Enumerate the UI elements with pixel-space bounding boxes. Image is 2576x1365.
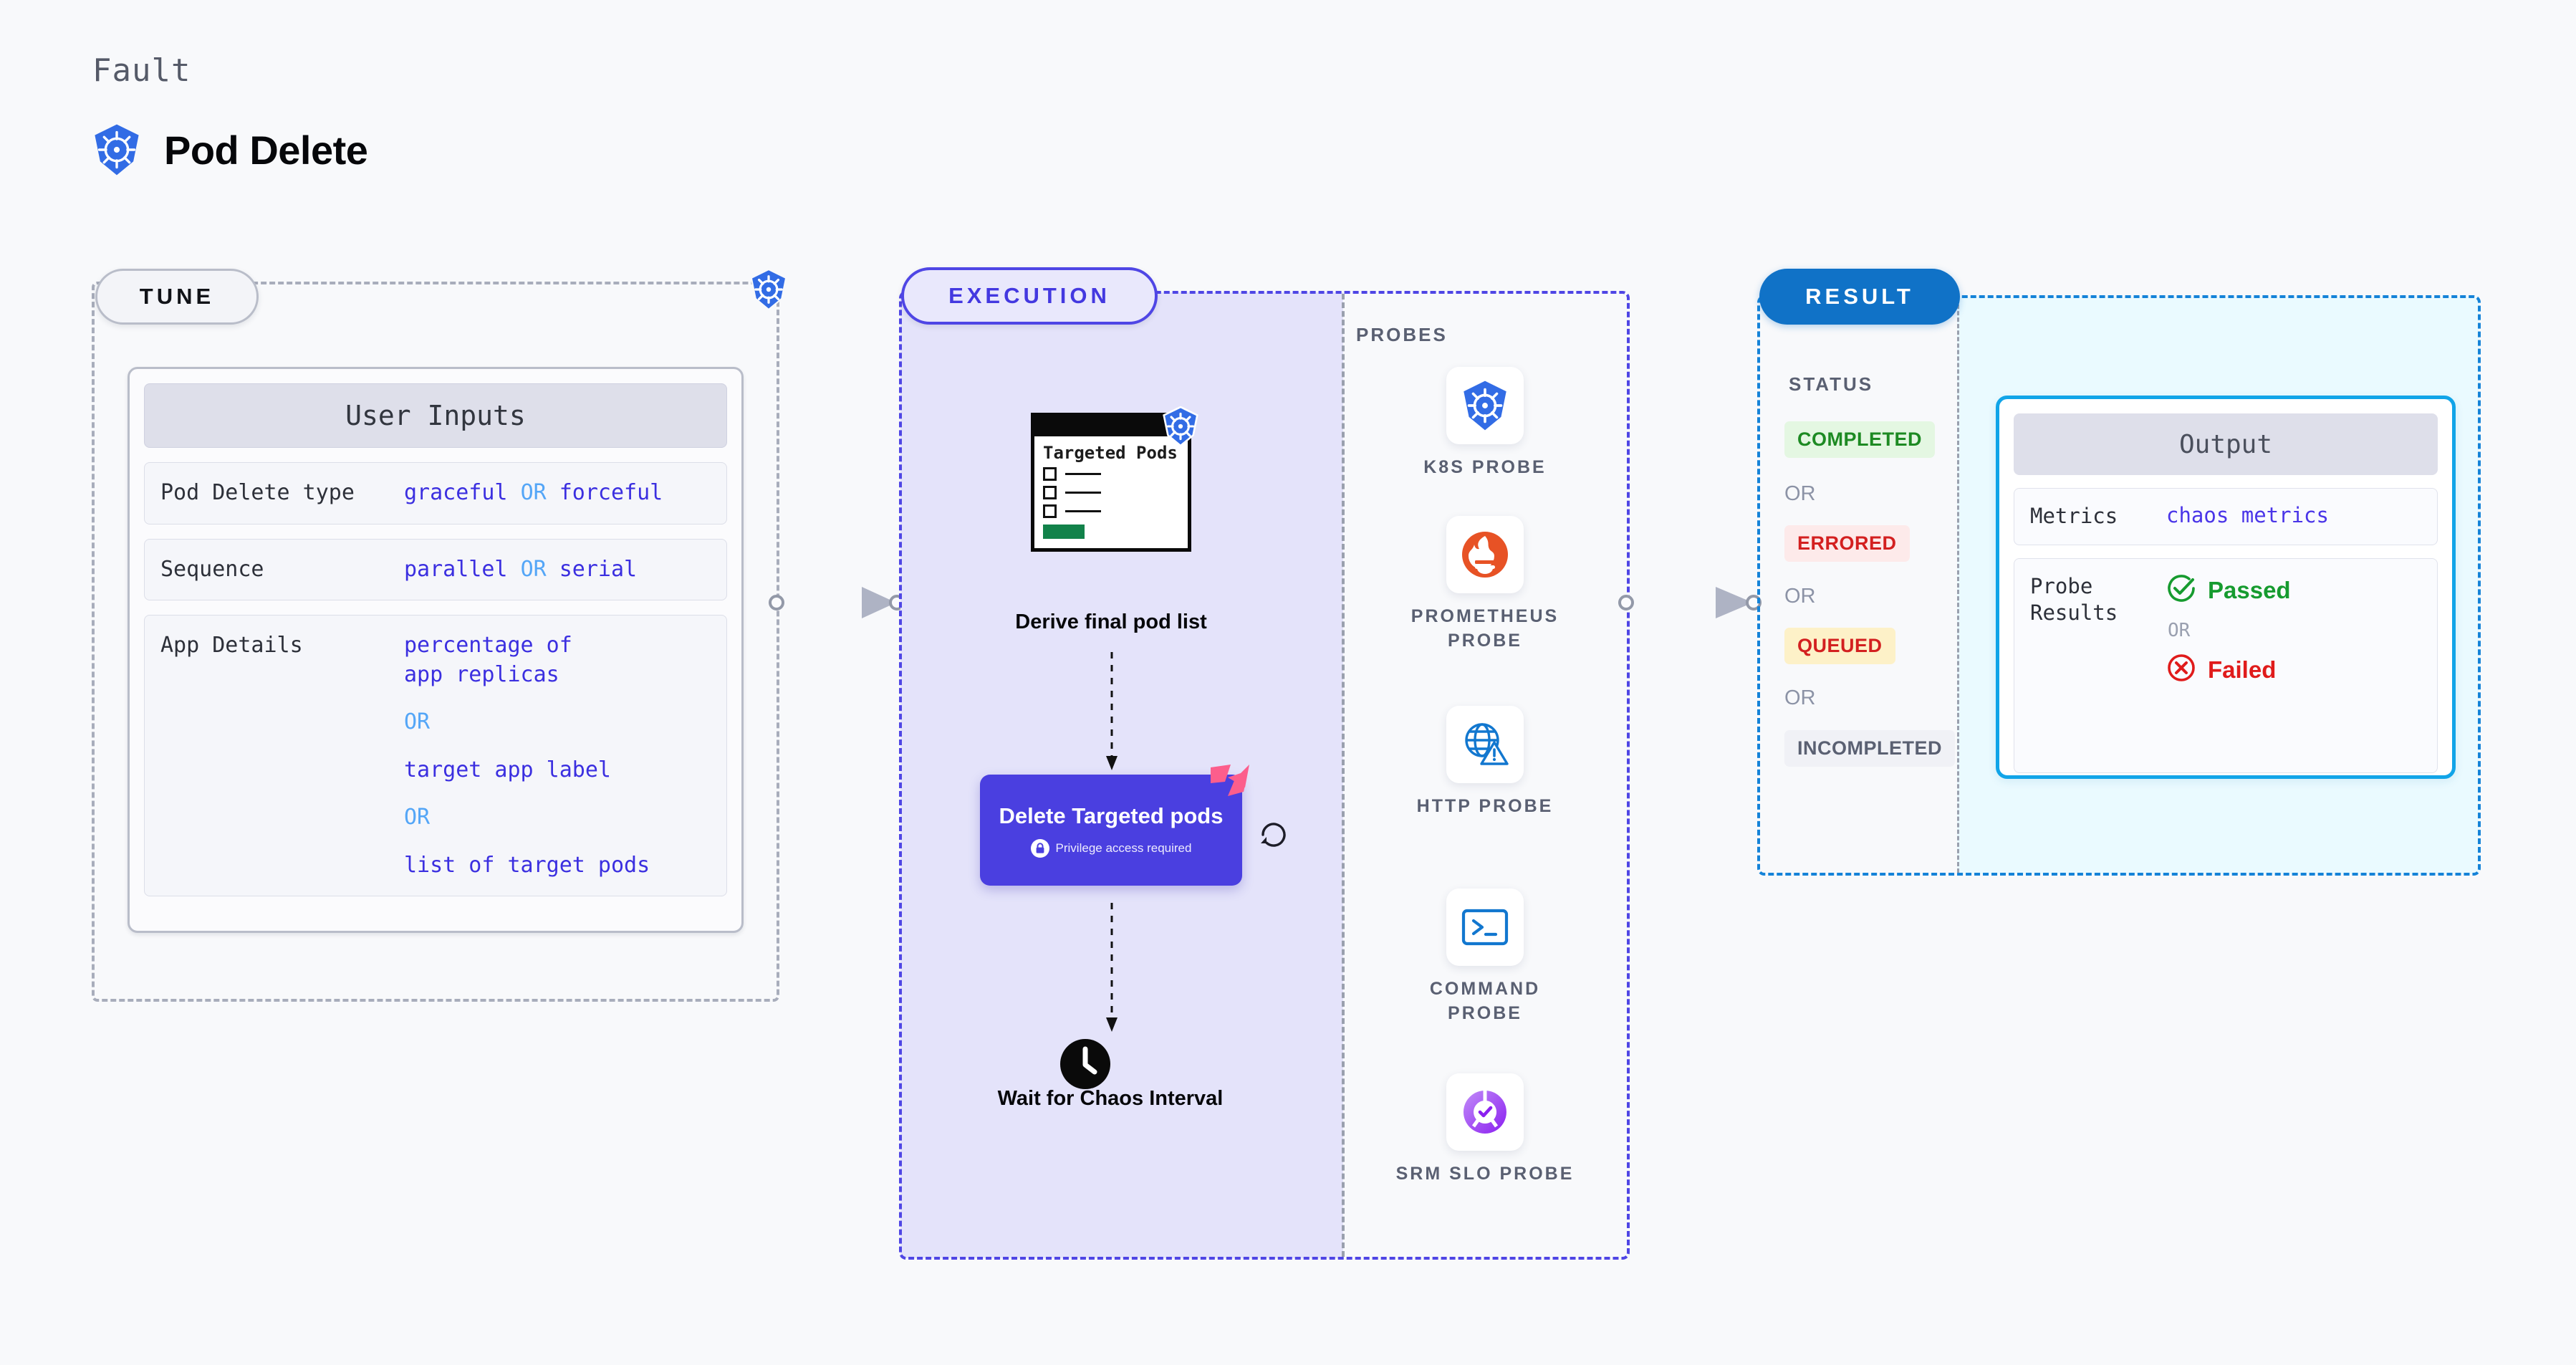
- arrow-derive-to-delete: [1103, 652, 1120, 774]
- privilege-note: Privilege access required: [1030, 839, 1192, 858]
- probe-results-values: Passed OR Failed: [2166, 573, 2291, 688]
- probes-title: PROBES: [1356, 324, 1448, 345]
- terminal-icon: [1446, 889, 1524, 966]
- confirm-button-shape: [1043, 525, 1085, 540]
- probe-label: COMMAND PROBE: [1429, 979, 1541, 1023]
- status-or-2: OR: [1784, 585, 1816, 608]
- targeted-pods-card: Targeted Pods: [1031, 413, 1191, 552]
- checkbox-icon: [1043, 486, 1057, 500]
- status-badge-queued: QUEUED: [1784, 628, 1895, 664]
- fault-eyebrow: Fault: [92, 52, 191, 89]
- page-title: Pod Delete: [164, 127, 368, 173]
- connector-start-dot: [769, 595, 784, 610]
- clock-icon: [1059, 1038, 1112, 1094]
- probe-k8s[interactable]: K8S PROBE: [1392, 367, 1578, 480]
- status-title: STATUS: [1789, 373, 1874, 395]
- prometheus-icon: [1446, 516, 1524, 593]
- probe-command[interactable]: COMMAND PROBE: [1392, 889, 1578, 1026]
- metrics-value: chaos metrics: [2166, 503, 2329, 527]
- metrics-label: Metrics: [2030, 504, 2118, 528]
- targeted-pods-kubernetes-icon: [1162, 406, 1199, 450]
- user-inputs-header: User Inputs: [144, 383, 727, 448]
- result-stage-badge[interactable]: RESULT: [1759, 269, 1960, 325]
- privilege-note-text: Privilege access required: [1055, 841, 1192, 856]
- http-globe-warning-icon: [1446, 706, 1524, 783]
- connector-start-dot: [1618, 595, 1634, 610]
- tune-kubernetes-icon: [749, 268, 788, 314]
- probe-result-failed: Failed: [2166, 653, 2291, 688]
- x-circle-icon: [2166, 653, 2196, 688]
- input-row-app-details[interactable]: App Details percentage of app replicas O…: [144, 615, 727, 896]
- probe-label: SRM SLO PROBE: [1395, 1164, 1575, 1184]
- probe-label: PROMETHEUS PROBE: [1410, 606, 1559, 651]
- status-badge-incompleted: INCOMPLETED: [1784, 730, 1956, 767]
- input-label: App Details: [160, 633, 303, 658]
- input-value: percentage of app replicas OR target app…: [404, 633, 650, 878]
- output-card: Output Metrics chaos metrics Probe Resul…: [1996, 396, 2456, 779]
- probe-results-label: Probe Results: [2030, 573, 2118, 626]
- input-row-sequence[interactable]: Sequence parallel OR serial: [144, 538, 727, 600]
- execution-stage-badge[interactable]: EXECUTION: [901, 267, 1158, 325]
- execution-panel: [899, 291, 1630, 1260]
- probe-results-or: OR: [2168, 619, 2191, 641]
- output-row-metrics[interactable]: Metrics chaos metrics: [2014, 488, 2438, 545]
- placeholder-line: [1065, 473, 1101, 476]
- fault-title-row: Pod Delete: [92, 123, 368, 176]
- connector-tune-to-execution: [769, 587, 905, 618]
- probes-column-divider: [1342, 294, 1345, 1257]
- input-value: graceful OR forceful: [404, 480, 663, 505]
- harness-ribbon-icon: [1209, 763, 1251, 804]
- delete-node-title: Delete Targeted pods: [999, 803, 1224, 828]
- probe-label: K8S PROBE: [1423, 457, 1547, 477]
- user-inputs-card: User Inputs Pod Delete type graceful OR …: [128, 367, 744, 933]
- connector-execution-to-result: [1618, 587, 1762, 618]
- targeted-pods-title: Targeted Pods: [1043, 443, 1178, 463]
- result-column-divider: [1957, 298, 1959, 873]
- check-circle-icon: [2166, 573, 2196, 608]
- status-badge-errored: ERRORED: [1784, 525, 1910, 562]
- checkbox-icon: [1043, 467, 1057, 482]
- input-label: Pod Delete type: [160, 480, 355, 505]
- kubernetes-icon: [92, 123, 141, 176]
- failed-label: Failed: [2208, 656, 2277, 684]
- input-label: Sequence: [160, 556, 264, 582]
- placeholder-line: [1065, 492, 1101, 494]
- probe-prometheus[interactable]: PROMETHEUS PROBE: [1392, 516, 1578, 653]
- output-row-probe-results[interactable]: Probe Results Passed OR: [2014, 557, 2438, 773]
- delete-targeted-pods-node[interactable]: Delete Targeted pods Privilege access re…: [980, 765, 1249, 886]
- card-title-bar: [1034, 416, 1188, 436]
- derive-pod-list-label: Derive final pod list: [1015, 610, 1207, 633]
- pod-checkbox-row: [1043, 467, 1179, 482]
- pod-checkbox-row: [1043, 486, 1179, 500]
- pod-checkbox-row: [1043, 504, 1179, 519]
- arrow-delete-to-wait: [1103, 903, 1120, 1035]
- status-badge-completed: COMPLETED: [1784, 421, 1936, 458]
- refresh-loop-icon[interactable]: [1259, 820, 1289, 853]
- lock-icon: [1030, 839, 1049, 858]
- input-value: parallel OR serial: [404, 556, 638, 582]
- input-row-pod-delete-type[interactable]: Pod Delete type graceful OR forceful: [144, 462, 727, 525]
- result-panel: [1757, 295, 2481, 876]
- wait-for-chaos-interval-label: Wait for Chaos Interval: [997, 1087, 1224, 1110]
- probe-srm-slo[interactable]: SRM SLO PROBE: [1392, 1073, 1578, 1187]
- checkbox-icon: [1043, 504, 1057, 519]
- status-or-1: OR: [1784, 482, 1816, 505]
- passed-label: Passed: [2208, 577, 2291, 604]
- srm-slo-donut-icon: [1446, 1073, 1524, 1151]
- kubernetes-icon: [1446, 367, 1524, 444]
- placeholder-line: [1065, 510, 1101, 513]
- probe-http[interactable]: HTTP PROBE: [1392, 706, 1578, 819]
- probe-result-passed: Passed: [2166, 573, 2291, 608]
- output-header: Output: [2014, 413, 2438, 475]
- tune-panel: [92, 282, 779, 1002]
- probe-label: HTTP PROBE: [1416, 796, 1554, 816]
- tune-stage-badge[interactable]: TUNE: [95, 269, 259, 325]
- status-or-3: OR: [1784, 686, 1816, 709]
